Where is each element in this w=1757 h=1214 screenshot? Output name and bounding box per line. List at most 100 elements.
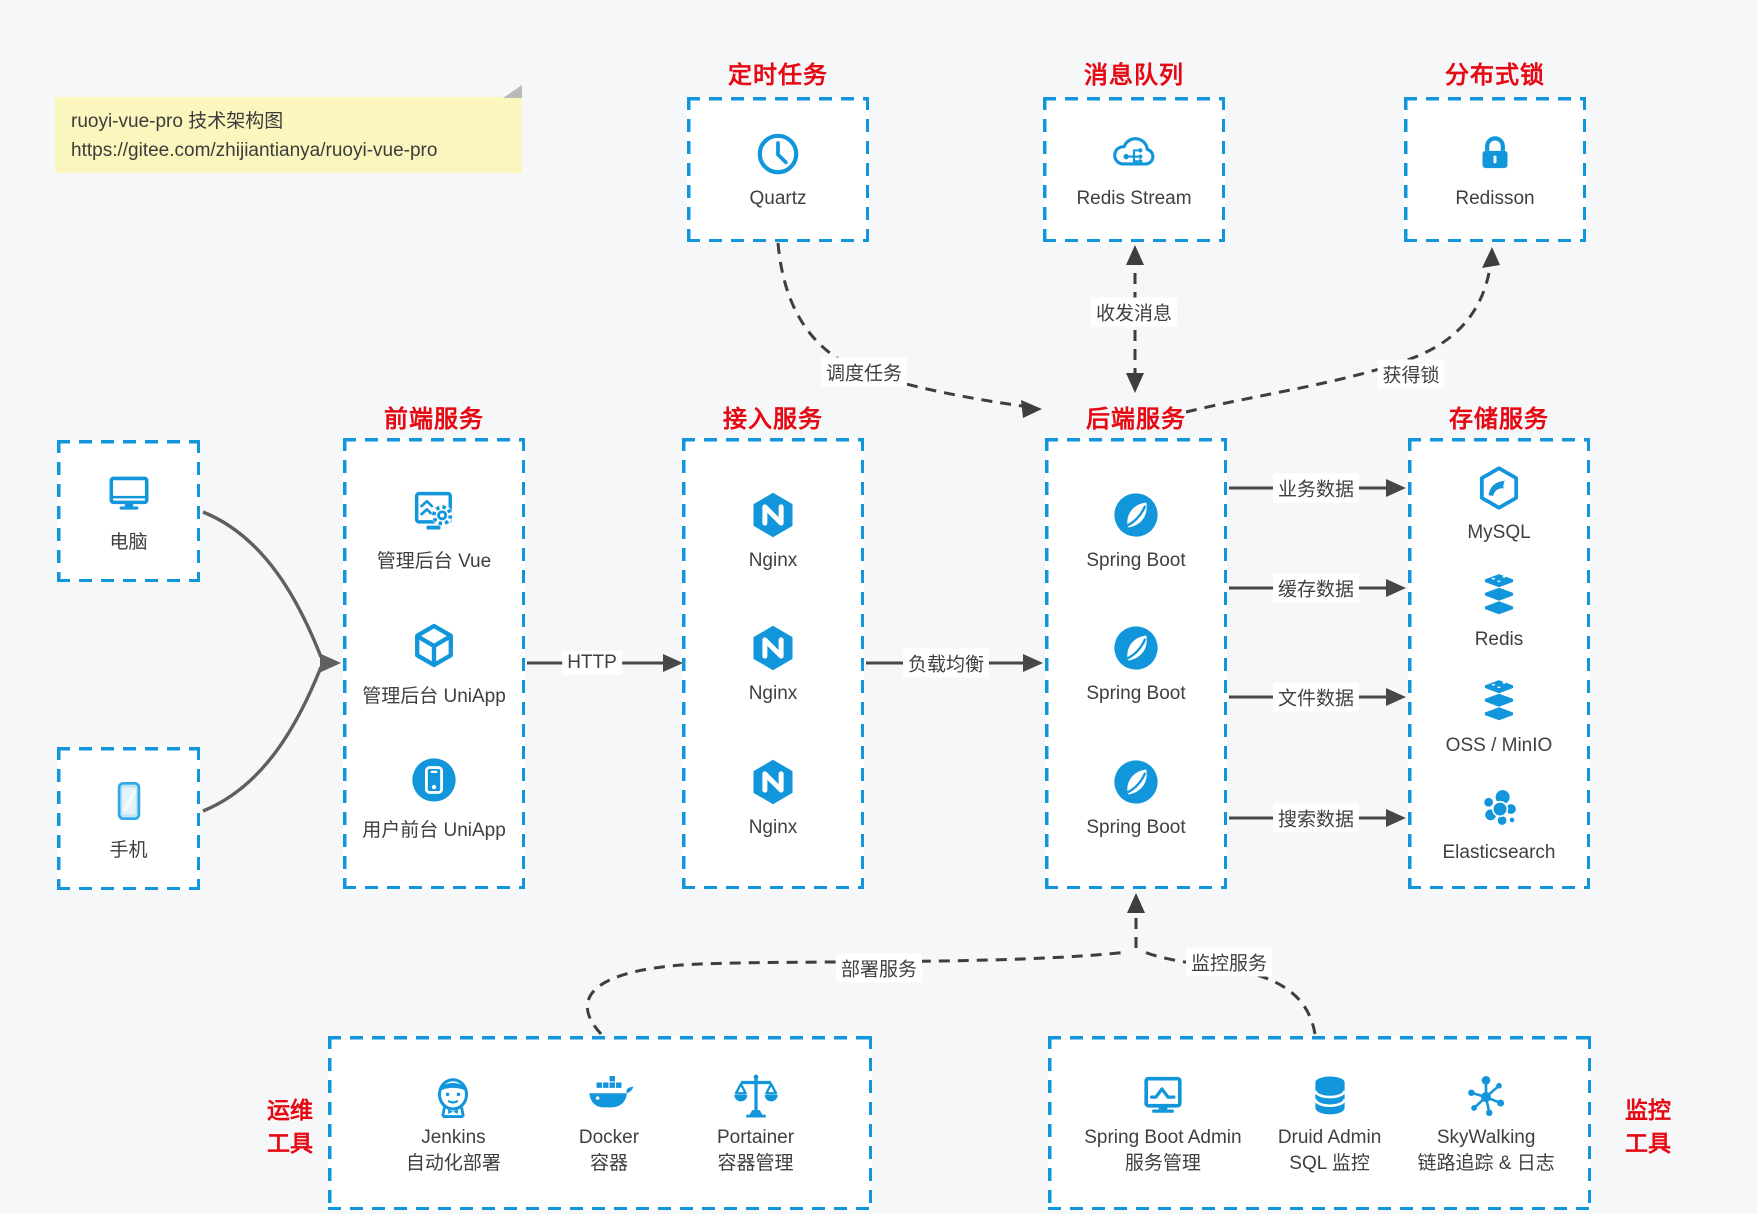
node-label: Druid Admin bbox=[1277, 1126, 1382, 1148]
node-label: Quartz bbox=[749, 188, 807, 209]
jenkins-icon bbox=[427, 1070, 479, 1122]
node-oss-minio: OSS / MinIO bbox=[1446, 676, 1552, 757]
title-scheduled-tasks: 定时任务 bbox=[728, 62, 828, 89]
database-icon bbox=[1304, 1070, 1356, 1122]
node-portainer: Portainer 容器管理 bbox=[717, 1070, 794, 1176]
node-label: 手机 bbox=[109, 839, 148, 861]
edge-acquire-lock bbox=[1185, 259, 1493, 414]
title-gateway-services: 接入服务 bbox=[723, 406, 823, 433]
node-druid-admin: Druid Admin SQL 监控 bbox=[1277, 1070, 1382, 1176]
node-mysql: MySQL bbox=[1467, 463, 1531, 544]
edge-label-monitor-service: 监控服务 bbox=[1185, 947, 1273, 977]
edge-label-search-data: 搜索数据 bbox=[1272, 803, 1360, 833]
node-label: Jenkins bbox=[421, 1126, 486, 1148]
cloud-stream-icon bbox=[1109, 129, 1159, 179]
edge-label-business-data: 业务数据 bbox=[1272, 473, 1360, 503]
scales-icon bbox=[730, 1070, 782, 1122]
box-ops-tools: Jenkins 自动化部署 Docker 容器 Portainer 容器管理 bbox=[328, 1036, 872, 1210]
edge-label-cache-data: 缓存数据 bbox=[1272, 573, 1360, 603]
node-jenkins: Jenkins 自动化部署 bbox=[406, 1070, 501, 1176]
node-label: Docker bbox=[578, 1126, 640, 1148]
node-label: Nginx bbox=[748, 683, 798, 704]
title-line: 工具 bbox=[1625, 1130, 1671, 1157]
node-sublabel: 容器 bbox=[589, 1152, 628, 1174]
title-line: 运维 bbox=[267, 1097, 313, 1123]
box-pc-client: 电脑 bbox=[57, 440, 200, 582]
edge-label-http: HTTP bbox=[562, 651, 622, 675]
box-mobile-client: 手机 bbox=[57, 747, 200, 890]
node-label: Portainer bbox=[716, 1126, 795, 1148]
node-nginx-2: Nginx bbox=[747, 622, 799, 705]
spring-boot-icon bbox=[1110, 622, 1162, 674]
box-gateway-services: Nginx Nginx Nginx bbox=[682, 438, 864, 889]
node-redisson: Redisson bbox=[1455, 129, 1535, 210]
desktop-monitor-icon bbox=[104, 468, 154, 518]
node-skywalking: SkyWalking 链路追踪 & 日志 bbox=[1418, 1070, 1555, 1176]
node-springboot-1: Spring Boot bbox=[1086, 489, 1186, 572]
title-ops-tools: 运维 工具 bbox=[240, 1094, 340, 1161]
user-app-icon bbox=[408, 754, 460, 806]
box-frontend-services: 管理后台 Vue 管理后台 UniApp 用户前台 UniApp bbox=[343, 438, 525, 889]
monitor-chart-icon bbox=[1137, 1070, 1189, 1122]
node-admin-vue: 管理后台 Vue bbox=[377, 485, 491, 573]
title-frontend-services: 前端服务 bbox=[384, 406, 484, 433]
edge-pc-to-frontend bbox=[202, 510, 323, 658]
mysql-icon bbox=[1474, 463, 1524, 513]
node-mobile: 手机 bbox=[104, 776, 154, 862]
node-sublabel: 链路追踪 & 日志 bbox=[1417, 1152, 1555, 1174]
node-label: Spring Boot Admin bbox=[1084, 1126, 1242, 1148]
title-distributed-lock: 分布式锁 bbox=[1445, 62, 1545, 89]
box-backend-services: Spring Boot Spring Boot Spring Boot bbox=[1045, 438, 1227, 889]
node-label: 用户前台 UniApp bbox=[362, 820, 506, 842]
node-springboot-2: Spring Boot bbox=[1086, 622, 1186, 705]
node-label: 管理后台 UniApp bbox=[362, 685, 506, 707]
admin-vue-icon bbox=[408, 485, 460, 537]
node-docker: Docker 容器 bbox=[579, 1070, 639, 1176]
box-redis-stream: Redis Stream bbox=[1043, 97, 1225, 242]
mobile-phone-icon bbox=[104, 776, 154, 826]
edge-mobile-to-frontend bbox=[202, 666, 323, 813]
node-label: Redis bbox=[1474, 628, 1524, 650]
title-line: 工具 bbox=[267, 1130, 313, 1157]
client-curves bbox=[202, 510, 323, 813]
node-label: Nginx bbox=[748, 816, 798, 838]
node-label: Spring Boot bbox=[1086, 816, 1186, 838]
nginx-icon bbox=[747, 489, 799, 541]
spring-boot-icon bbox=[1110, 756, 1162, 808]
node-label: MySQL bbox=[1467, 522, 1531, 544]
box-quartz: Quartz bbox=[687, 97, 869, 242]
topology-icon bbox=[1460, 1070, 1512, 1122]
title-line: 监控 bbox=[1625, 1097, 1671, 1123]
node-label: 管理后台 Vue bbox=[376, 550, 492, 572]
note-title: ruoyi-vue-pro 技术架构图 bbox=[71, 111, 284, 132]
node-springboot-3: Spring Boot bbox=[1086, 756, 1186, 839]
edge-label-send-receive-msg: 收发消息 bbox=[1090, 297, 1178, 327]
node-label: Redis Stream bbox=[1076, 188, 1192, 209]
node-quartz: Quartz bbox=[749, 129, 807, 210]
node-sublabel: 服务管理 bbox=[1124, 1152, 1201, 1174]
note-url[interactable]: https://gitee.com/zhijiantianya/ruoyi-vu… bbox=[71, 139, 438, 161]
node-sublabel: 容器管理 bbox=[717, 1152, 794, 1174]
edge-label-load-balance: 负载均衡 bbox=[902, 648, 990, 678]
nginx-icon bbox=[747, 756, 799, 808]
redis-stack-icon bbox=[1474, 570, 1524, 620]
edge-label-file-data: 文件数据 bbox=[1272, 682, 1360, 712]
oss-stack-icon bbox=[1474, 676, 1524, 726]
node-nginx-3: Nginx bbox=[747, 756, 799, 839]
box-storage-services: MySQL Redis OSS / MinIO Elasticsearch bbox=[1408, 438, 1590, 889]
node-label: Nginx bbox=[748, 549, 798, 571]
lock-icon bbox=[1470, 129, 1520, 179]
node-user-uniapp: 用户前台 UniApp bbox=[362, 754, 506, 842]
elasticsearch-icon bbox=[1474, 783, 1524, 833]
clock-icon bbox=[753, 129, 803, 179]
box-redisson: Redisson bbox=[1404, 97, 1586, 242]
spring-boot-icon bbox=[1110, 489, 1162, 541]
box-monitor-tools: Spring Boot Admin 服务管理 Druid Admin SQL 监… bbox=[1048, 1036, 1591, 1210]
node-label: Redisson bbox=[1455, 188, 1535, 209]
node-redis: Redis bbox=[1474, 570, 1524, 651]
node-sublabel: SQL 监控 bbox=[1289, 1152, 1370, 1174]
uniapp-cube-icon bbox=[408, 620, 460, 672]
node-admin-uniapp: 管理后台 UniApp bbox=[362, 620, 506, 708]
title-backend-services: 后端服务 bbox=[1086, 406, 1186, 433]
